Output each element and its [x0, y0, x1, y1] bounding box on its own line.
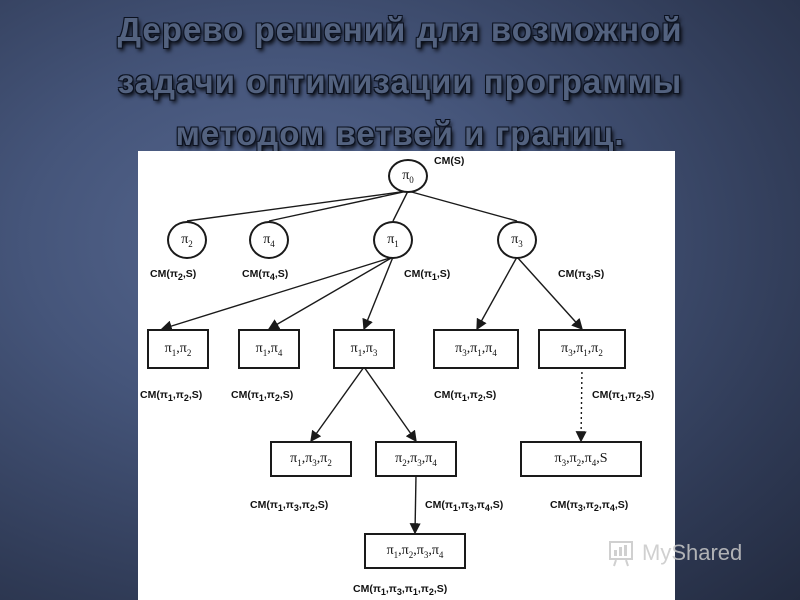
tree-edge-n13-n132 — [310, 366, 365, 443]
title-line-3: методом ветвей и границ. — [175, 115, 625, 152]
tree-edge-root-n2 — [186, 190, 409, 222]
tree-edge-n312-n324s — [575, 366, 587, 443]
tree-node-label: π1,π3 — [350, 340, 378, 358]
slide-title: Дерево решений для возможной задачи опти… — [30, 4, 770, 160]
cost-label: CM(π2,S) — [150, 268, 197, 283]
tree-node-label: π4 — [263, 231, 275, 249]
tree-edge-n1-n13 — [362, 256, 394, 331]
tree-node-root: π0 — [388, 159, 428, 193]
tree-node-n14: π1,π4 — [238, 329, 300, 369]
title-line-2: задачи оптимизации программы — [117, 63, 683, 100]
tree-node-n4: π4 — [249, 221, 289, 259]
tree-node-n314: π3,π1,π4 — [433, 329, 519, 369]
cost-label: CM(S) — [434, 155, 465, 167]
cost-label: CM(π3,S) — [558, 268, 605, 283]
tree-node-n1234: π1,π2,π3,π4 — [364, 533, 466, 569]
tree-node-label: π3,π1,π4 — [455, 340, 497, 358]
tree-node-n312: π3,π1,π2 — [538, 329, 626, 369]
cost-label: CM(π1,π2,S) — [140, 389, 203, 404]
decision-tree-diagram: π0 π2 π4 π1 π3 π1,π2 π1,π4 π1,π3 π3,π1,π4 π3,π1,π… — [138, 151, 675, 600]
cost-label: CM(π1,π3,π2,S) — [250, 499, 329, 514]
tree-node-n324s: π3,π2,π4,S — [520, 441, 642, 477]
watermark-text: MyShared — [642, 540, 743, 565]
tree-node-label: π2 — [181, 231, 193, 249]
cost-label: CM(π1,π3,π4,S) — [425, 499, 504, 514]
tree-edge-n13-n234 — [363, 366, 417, 443]
tree-edge-root-n4 — [268, 190, 409, 222]
cost-label: CM(π1,π2,S) — [434, 389, 497, 404]
tree-node-n13: π1,π3 — [333, 329, 395, 369]
tree-node-n234: π2,π3,π4 — [375, 441, 457, 477]
tree-node-label: π1 — [387, 231, 399, 249]
tree-edge-n234-n1234 — [409, 474, 421, 535]
tree-node-label: π1,π3,π2 — [290, 450, 332, 468]
tree-edge-root-n1 — [392, 190, 409, 222]
title-line-1: Дерево решений для возможной — [117, 11, 683, 48]
tree-node-label: π3,π1,π2 — [561, 340, 603, 358]
cost-label: CM(π1,π2,S) — [592, 389, 655, 404]
tree-node-label: π2,π3,π4 — [395, 450, 437, 468]
tree-edge-n1-n12 — [160, 256, 394, 332]
cost-label: CM(π1,π2,S) — [231, 389, 294, 404]
tree-node-label: π1,π2,π3,π4 — [386, 542, 444, 560]
tree-node-n3: π3 — [497, 221, 537, 259]
cost-label: CM(π1,π3,π1,π2,S) — [353, 583, 448, 598]
cost-label: CM(π1,S) — [404, 268, 451, 283]
tree-edge-root-n3 — [407, 190, 518, 222]
tree-node-label: π1,π4 — [255, 340, 283, 358]
tree-node-n12: π1,π2 — [147, 329, 209, 369]
cost-label: CM(π3,π2,π4,S) — [550, 499, 629, 514]
cost-label: CM(π4,S) — [242, 268, 289, 283]
tree-edge-n3-n312 — [516, 256, 583, 331]
tree-edge-n1-n14 — [267, 256, 394, 330]
tree-node-label: π3,π2,π4,S — [554, 450, 608, 468]
tree-node-label: π3 — [511, 231, 523, 249]
tree-edges — [160, 190, 587, 535]
tree-node-n2: π2 — [167, 221, 207, 259]
tree-edge-n3-n314 — [476, 256, 518, 331]
tree-node-label: π0 — [402, 167, 414, 185]
myshared-logo-icon — [609, 541, 633, 567]
tree-node-label: π1,π2 — [164, 340, 192, 358]
watermark: MyShared — [608, 538, 742, 568]
tree-node-n1: π1 — [373, 221, 413, 259]
tree-node-n132: π1,π3,π2 — [270, 441, 352, 477]
